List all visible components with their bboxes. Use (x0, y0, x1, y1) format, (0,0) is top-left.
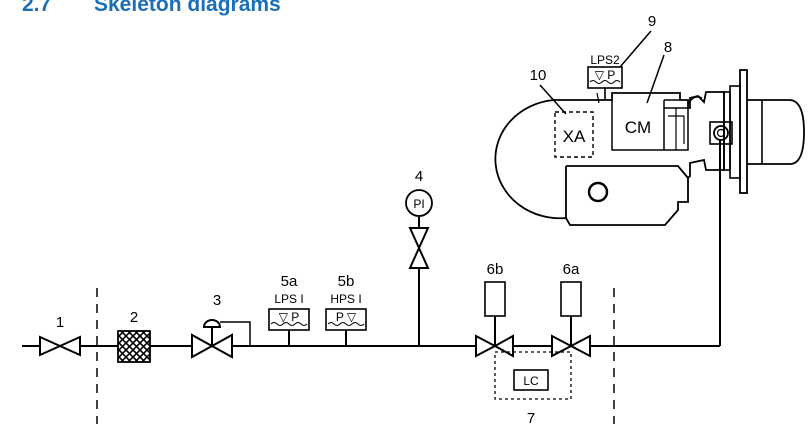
lps1-label: LPS I (274, 292, 303, 306)
lps2-label: LPS2 (590, 53, 620, 67)
label-3: 3 (213, 292, 221, 309)
hps1-symbol: P ▽ (336, 310, 357, 324)
gas-filter-2 (117, 330, 151, 363)
pressure-switch-5a (268, 308, 310, 346)
leader-8 (646, 54, 665, 104)
pressure-switch-9 (587, 66, 623, 104)
gauge-label: PI (413, 197, 424, 211)
label-5b: 5b (338, 273, 355, 290)
label-7: 7 (527, 410, 535, 427)
label-6b: 6b (487, 261, 504, 278)
label-1: 1 (56, 314, 64, 331)
leader-10 (539, 84, 567, 115)
leader-9 (619, 30, 652, 68)
pressure-regulator-3 (191, 319, 251, 359)
lc-label: LC (523, 374, 539, 388)
label-4: 4 (415, 168, 423, 185)
label-10: 10 (530, 67, 547, 84)
lps2-symbol: ▽ P (595, 68, 616, 82)
section-title: Skeleton diagrams (94, 0, 281, 16)
leak-control-7 (494, 351, 572, 400)
label-6a: 6a (563, 261, 580, 278)
xa-label: XA (563, 127, 586, 146)
label-9: 9 (648, 13, 656, 30)
solenoid-valve-6a (551, 281, 591, 358)
label-5a: 5a (281, 273, 298, 290)
label-2: 2 (130, 309, 138, 326)
lps1-symbol: ▽ P (279, 310, 300, 324)
pressure-gauge-4 (405, 189, 433, 346)
main-gas-pipe (22, 140, 721, 347)
section-number: 2.7 (22, 0, 52, 16)
solenoid-valve-6b (475, 281, 514, 358)
pressure-switch-5b (325, 308, 367, 346)
manual-valve-1 (39, 335, 81, 357)
cm-label: CM (625, 118, 651, 137)
section-heading: 2.7 Skeleton diagrams (22, 0, 281, 19)
hps1-label: HPS I (330, 292, 361, 306)
xa-control-box (554, 111, 594, 158)
burner-unit (494, 69, 805, 226)
label-8: 8 (664, 39, 672, 56)
